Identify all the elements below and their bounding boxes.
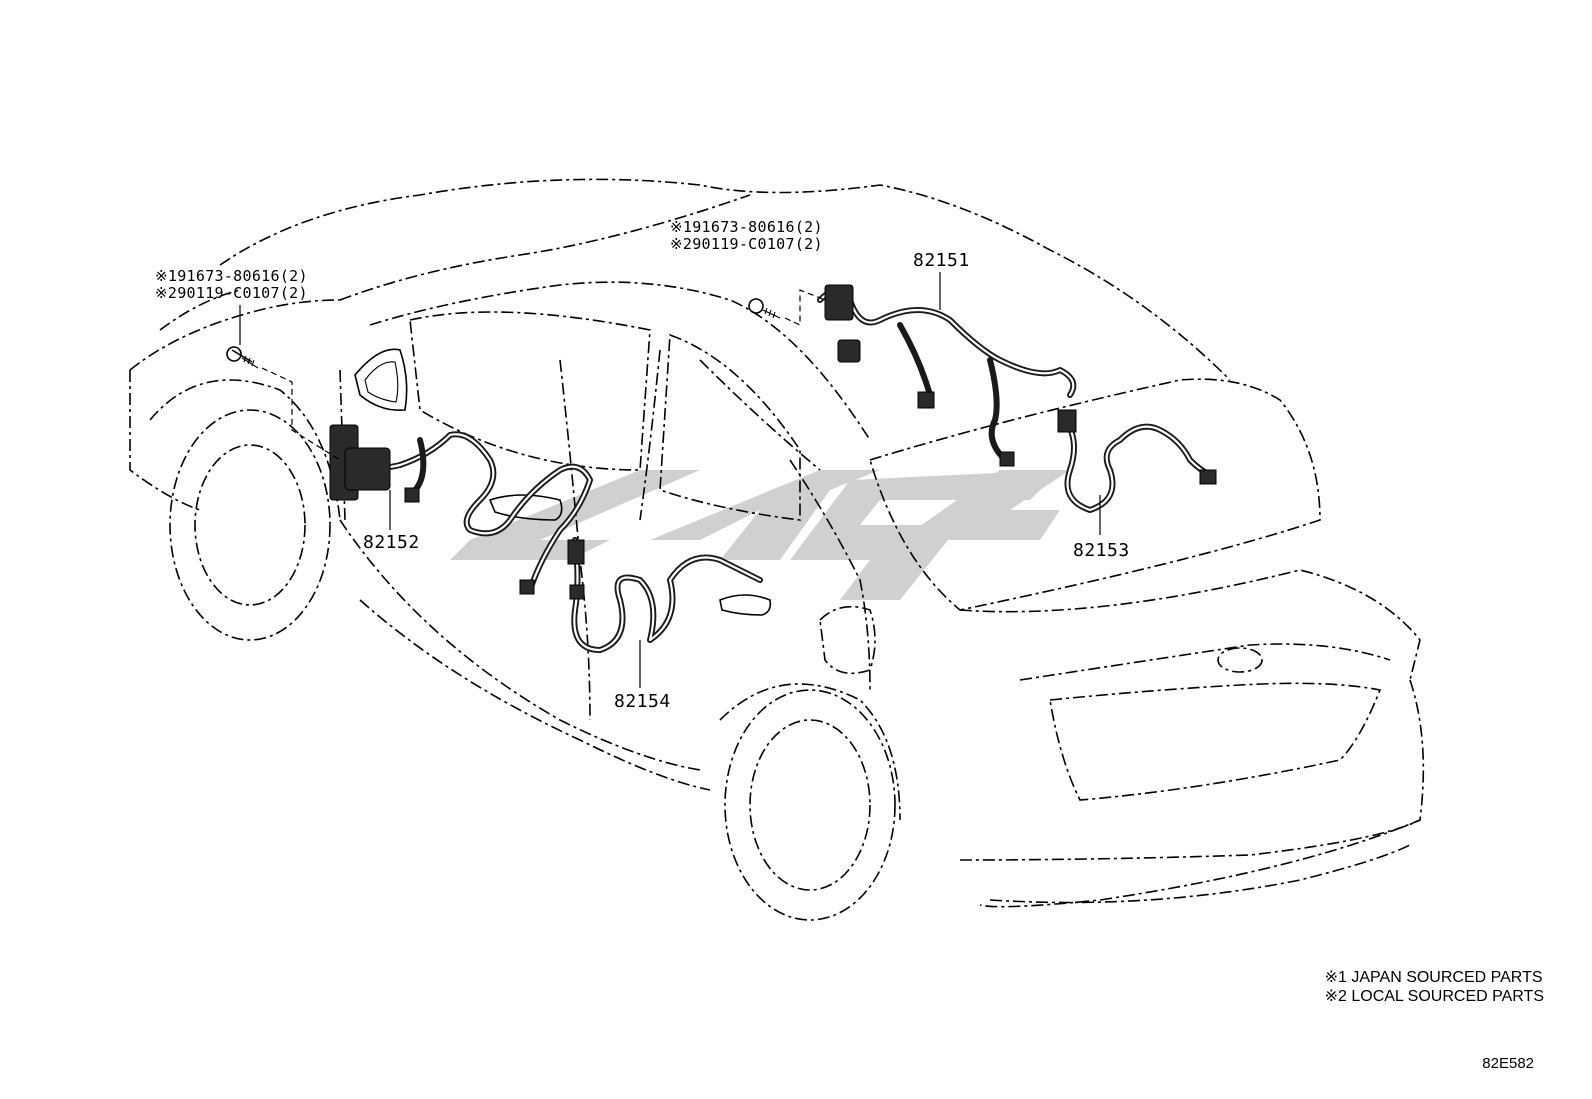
- part-number-82151: 82151: [913, 250, 970, 271]
- rear-door-harness: [567, 537, 763, 653]
- front-door-harness: [329, 424, 593, 595]
- center-clip-line1: ※191673-80616(2): [670, 218, 823, 236]
- legend-line-2: ※2 LOCAL SOURCED PARTS: [1324, 988, 1544, 1005]
- front-wheel: [149, 379, 341, 641]
- center-clip-callout: ※191673-80616(2) ※290119-C0107(2): [670, 219, 823, 253]
- center-clip-icon: [748, 298, 781, 319]
- left-clip-line1: ※191673-80616(2): [155, 267, 308, 285]
- car-body-outline: [129, 178, 1425, 908]
- back-door-harness: [1057, 409, 1217, 513]
- part-number-82152: 82152: [363, 532, 420, 553]
- left-clip-line2: ※290119-C0107(2): [155, 284, 308, 302]
- part-number-82154: 82154: [614, 691, 671, 712]
- sourcing-legend: ※1 JAPAN SOURCED PARTS ※2 LOCAL SOURCED …: [1325, 968, 1544, 1006]
- roof-harness: [817, 284, 1077, 467]
- legend-line-1: ※1 JAPAN SOURCED PARTS: [1324, 969, 1543, 986]
- rear-door-handle: [719, 594, 772, 616]
- side-mirror: [354, 348, 408, 412]
- front-door-handle: [488, 494, 563, 521]
- center-clip-line2: ※290119-C0107(2): [670, 235, 823, 253]
- part-number-82153: 82153: [1073, 540, 1130, 561]
- left-clip-icon: [226, 346, 259, 369]
- left-clip-callout: ※191673-80616(2) ※290119-C0107(2): [155, 268, 308, 302]
- rear-wheel: [719, 683, 901, 921]
- leader-lines: [239, 272, 1101, 688]
- emblem: [1217, 647, 1263, 673]
- illustration-id: 82E582: [1482, 1055, 1534, 1072]
